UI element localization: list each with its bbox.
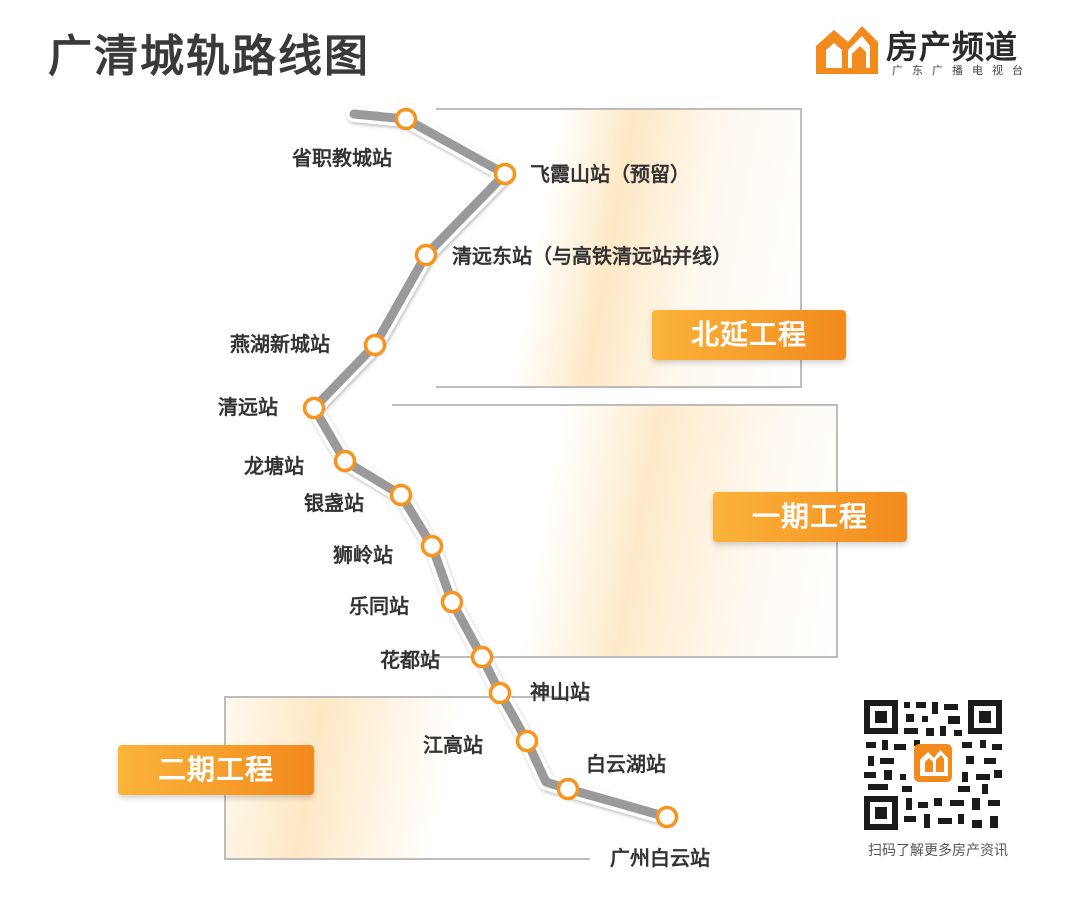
station-markers xyxy=(302,107,679,829)
map-title: 广清城轨路线图 xyxy=(48,31,370,82)
station-marker xyxy=(420,534,444,558)
brand-subtitle: 广东广播电视台 xyxy=(892,64,1032,77)
station-marker xyxy=(515,729,539,753)
brand-logo: 房产频道 广东广播电视台 xyxy=(812,20,1042,82)
station-label: 清远东站（与高铁清远站并线） xyxy=(452,244,732,268)
route-line-outline xyxy=(306,106,675,825)
station-marker xyxy=(394,107,418,131)
station-label: 乐同站 xyxy=(349,594,409,618)
station-label: 狮岭站 xyxy=(333,543,393,567)
station-marker xyxy=(414,243,438,267)
qr-caption: 扫码了解更多房产资讯 xyxy=(868,843,1008,859)
station-marker xyxy=(556,777,580,801)
station-label: 飞霞山站（预留） xyxy=(530,162,690,186)
phase-label-one: 一期工程 xyxy=(713,492,907,542)
phase-label-north: 北延工程 xyxy=(652,310,846,360)
station-label: 银盏站 xyxy=(304,491,364,515)
station-label: 神山站 xyxy=(530,680,590,704)
station-label: 省职教城站 xyxy=(292,146,392,170)
route-line xyxy=(309,109,672,822)
qr-code-icon[interactable] xyxy=(862,698,1004,832)
station-marker xyxy=(363,333,387,357)
station-label: 花都站 xyxy=(380,648,440,672)
house-logo-icon xyxy=(816,26,878,74)
station-marker xyxy=(389,483,413,507)
station-marker xyxy=(333,449,357,473)
station-label: 白云湖站 xyxy=(586,752,666,776)
brand-name: 房产频道 xyxy=(886,28,1019,66)
station-label: 清远站 xyxy=(218,395,278,419)
station-label: 龙塘站 xyxy=(244,454,304,478)
phase-label-two: 二期工程 xyxy=(118,745,314,795)
station-label: 广州白云站 xyxy=(610,846,710,870)
station-marker xyxy=(440,590,464,614)
station-label: 江高站 xyxy=(423,733,483,757)
station-label: 燕湖新城站 xyxy=(230,332,330,356)
station-marker xyxy=(655,805,679,829)
station-marker xyxy=(470,645,494,669)
station-marker xyxy=(493,162,517,186)
station-marker xyxy=(488,681,512,705)
station-marker xyxy=(302,396,326,420)
